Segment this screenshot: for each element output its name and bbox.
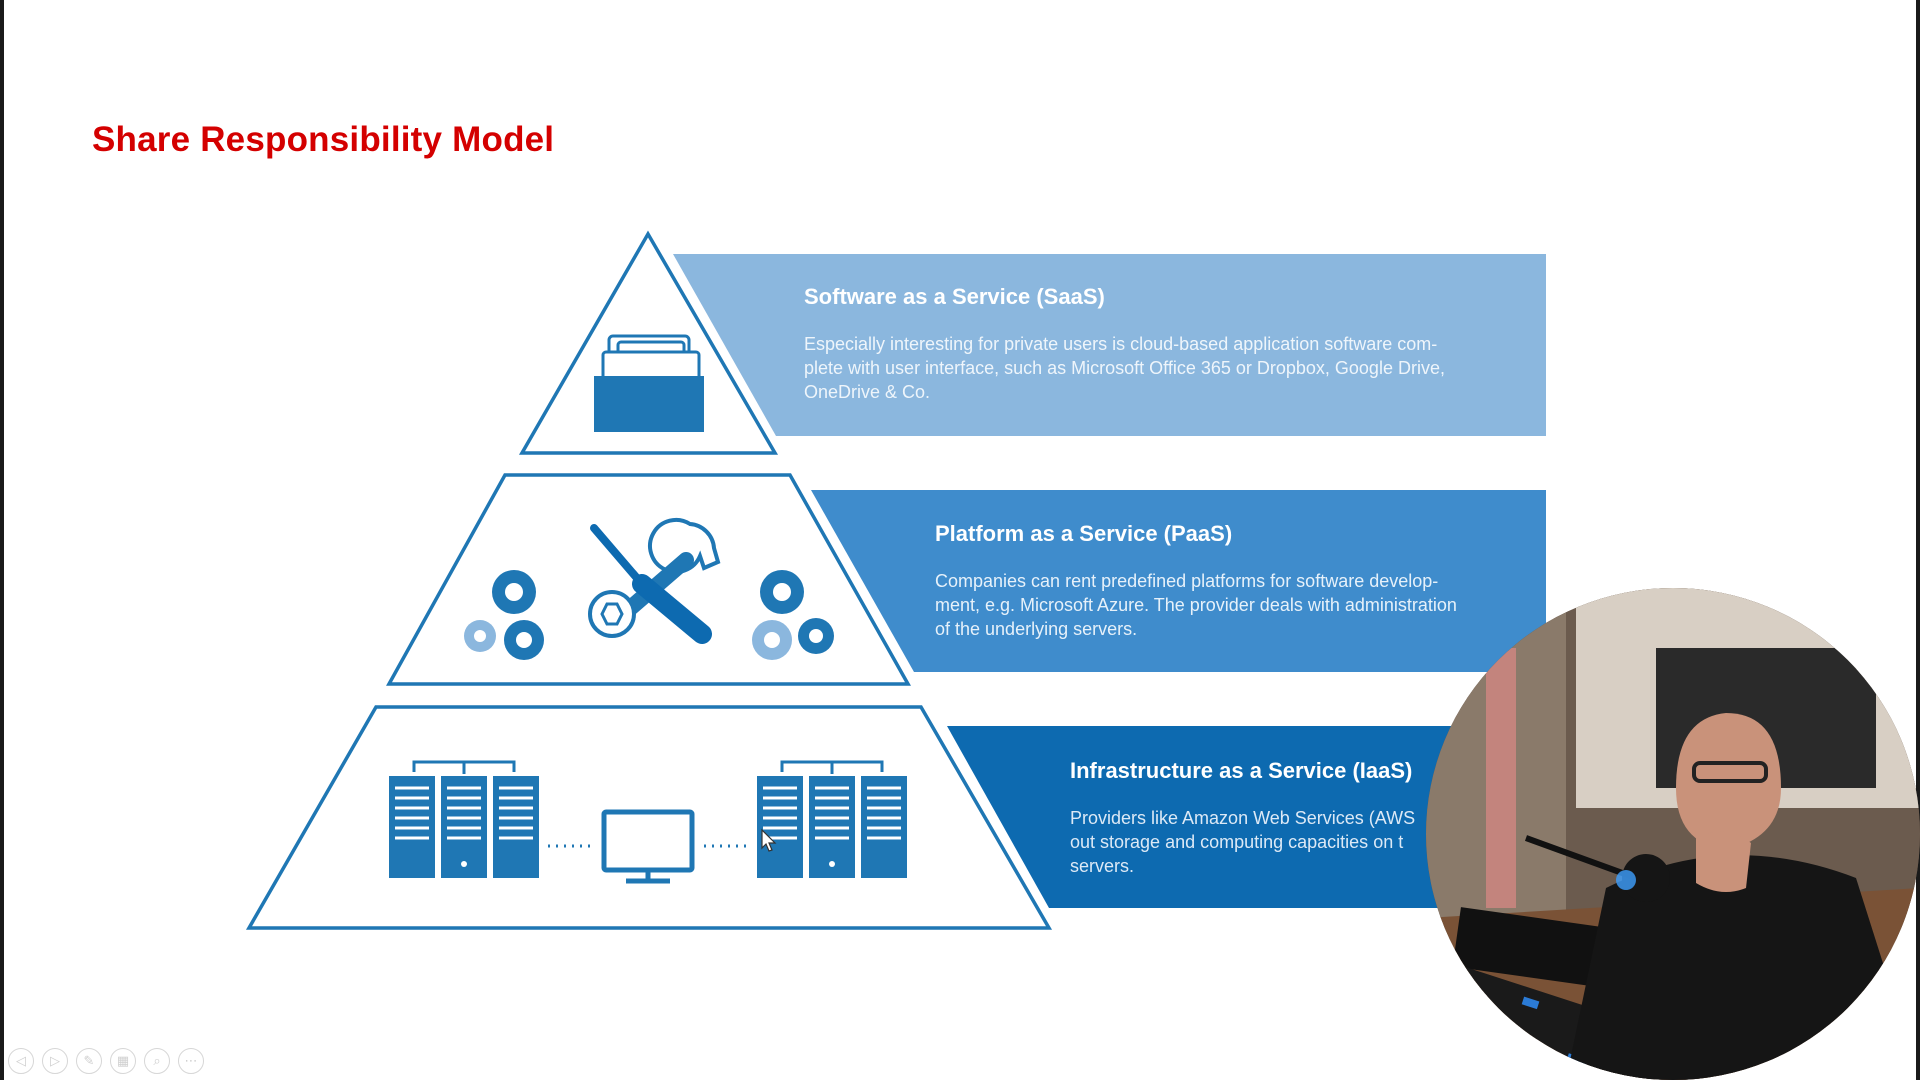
paas-description: Companies can rent predefined platforms … <box>935 569 1635 641</box>
previous-slide-button[interactable]: ◁ <box>8 1048 34 1074</box>
gears-left-icon <box>464 570 544 660</box>
iaas-band <box>947 726 1546 908</box>
saas-title: Software as a Service (SaaS) <box>804 284 1105 309</box>
paas-tier-outline <box>386 473 911 686</box>
folder-icon <box>594 334 704 432</box>
paas-description-line: of the underlying servers. <box>935 619 1138 639</box>
servers-and-monitor-icon <box>389 760 907 884</box>
paas-description-line: ment, e.g. Microsoft Azure. The provider… <box>935 595 1457 615</box>
saas-tier-outline <box>518 230 779 455</box>
monitor-icon <box>601 809 695 884</box>
paas-band <box>811 490 1546 672</box>
mouse-cursor-icon <box>761 828 777 852</box>
zoom-button[interactable]: ⌕ <box>144 1048 170 1074</box>
presentation-controls: ◁ ▷ ✎ ▦ ⌕ ⋯ <box>8 1048 204 1074</box>
gears-right-icon <box>752 570 834 660</box>
saas-description-line: Especially interesting for private users… <box>804 334 1438 354</box>
next-slide-button[interactable]: ▷ <box>42 1048 68 1074</box>
left-server-rack-icon <box>389 760 539 878</box>
pen-button[interactable]: ✎ <box>76 1048 102 1074</box>
iaas-tier-outline <box>245 705 1053 930</box>
iaas-description-line: Providers like Amazon Web Services (AWS <box>1070 808 1416 828</box>
right-server-rack-icon <box>757 760 907 878</box>
more-options-button[interactable]: ⋯ <box>178 1048 204 1074</box>
window-edge-right <box>1916 0 1920 1080</box>
slides-grid-button[interactable]: ▦ <box>110 1048 136 1074</box>
window-edge-left <box>0 0 4 1080</box>
iaas-title: Infrastructure as a Service (IaaS) <box>1070 758 1413 783</box>
saas-description-line: OneDrive & Co. <box>804 382 931 402</box>
saas-description: Especially interesting for private users… <box>804 332 1504 404</box>
paas-description-line: Companies can rent predefined platforms … <box>935 571 1439 591</box>
saas-description-line: plete with user interface, such as Micro… <box>804 358 1445 378</box>
presenter-webcam-overlay <box>1426 588 1920 1080</box>
iaas-description: Providers like Amazon Web Services (AWS … <box>1070 806 1770 878</box>
paas-title: Platform as a Service (PaaS) <box>935 521 1233 546</box>
iaas-description-line: out storage and computing capacities on … <box>1070 832 1404 852</box>
saas-band <box>673 254 1546 436</box>
screwdriver-icon <box>590 524 712 644</box>
iaas-description-line: servers. <box>1070 856 1135 876</box>
slide-title: Share Responsibility Model <box>92 120 555 159</box>
tools-and-gears-icon <box>464 518 834 660</box>
